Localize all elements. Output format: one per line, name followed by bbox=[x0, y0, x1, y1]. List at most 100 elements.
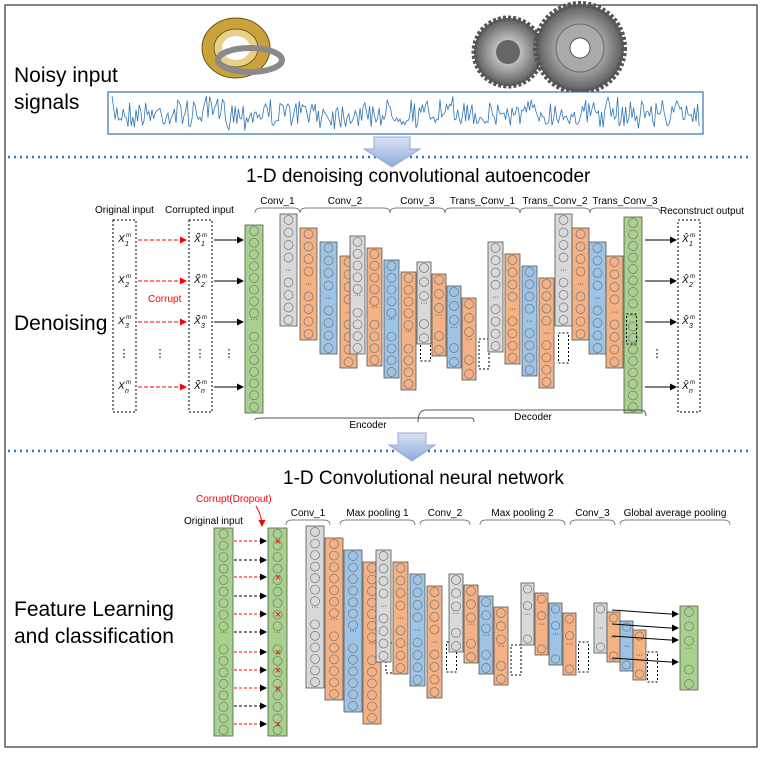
neuron bbox=[395, 575, 406, 586]
neuron bbox=[592, 330, 603, 341]
neuron bbox=[218, 725, 229, 735]
reconstruct-output-box bbox=[677, 219, 701, 413]
neuron bbox=[272, 690, 283, 701]
vdots: ⋮ bbox=[119, 348, 130, 360]
neuron bbox=[310, 584, 320, 595]
neuron bbox=[403, 355, 414, 366]
neuron bbox=[628, 321, 638, 332]
conv2-map bbox=[366, 247, 383, 367]
neuron bbox=[352, 272, 363, 283]
neuron bbox=[412, 612, 423, 623]
outer-border bbox=[4, 4, 758, 748]
neuron bbox=[386, 261, 397, 271]
neuron bbox=[378, 638, 389, 649]
neuron bbox=[541, 377, 552, 387]
neuron bbox=[541, 364, 552, 375]
original-input-box bbox=[112, 219, 137, 413]
neuron bbox=[558, 290, 569, 300]
ellipsis: ··· bbox=[594, 295, 601, 302]
neuron bbox=[558, 215, 569, 225]
dropped-icon: × bbox=[275, 683, 281, 695]
ellipsis: ··· bbox=[312, 604, 319, 611]
neuron bbox=[419, 319, 429, 329]
input-sup: m bbox=[126, 315, 131, 321]
neuron bbox=[218, 598, 229, 609]
neuron bbox=[395, 663, 406, 673]
neuron bbox=[524, 303, 535, 314]
neuron bbox=[522, 601, 533, 611]
neuron bbox=[386, 308, 397, 318]
conv3-map bbox=[416, 261, 432, 345]
neuron bbox=[490, 341, 501, 351]
input-symbol: X bbox=[117, 316, 125, 327]
ellipsis: ··· bbox=[597, 625, 604, 632]
neuron bbox=[434, 331, 444, 341]
neuron bbox=[378, 563, 389, 574]
neuron bbox=[684, 679, 694, 689]
neuron bbox=[466, 586, 476, 596]
neuron bbox=[395, 638, 406, 648]
kernel-window bbox=[478, 338, 490, 370]
neuron bbox=[490, 304, 501, 315]
neuron bbox=[272, 667, 283, 678]
neuron bbox=[369, 319, 380, 330]
reconstruct-output-label: Reconstruct output bbox=[660, 206, 744, 217]
neuron bbox=[684, 621, 694, 632]
neuron bbox=[621, 622, 632, 632]
neuron bbox=[272, 552, 283, 562]
neuron bbox=[550, 654, 561, 664]
neuron bbox=[628, 241, 638, 251]
neuron bbox=[218, 609, 229, 620]
neuron bbox=[524, 328, 535, 339]
cnn-conv1-label-bracket bbox=[285, 519, 331, 526]
ellipsis: ··· bbox=[686, 645, 693, 652]
neuron bbox=[369, 260, 380, 271]
neuron bbox=[272, 655, 283, 666]
neuron bbox=[628, 367, 638, 378]
neuron bbox=[329, 585, 339, 596]
neuron bbox=[395, 650, 406, 661]
neuron bbox=[451, 588, 461, 599]
neuron bbox=[310, 642, 320, 653]
neuron bbox=[481, 597, 491, 607]
neuron bbox=[303, 316, 314, 327]
ellipsis: ··· bbox=[509, 306, 516, 313]
neuron bbox=[272, 575, 283, 585]
ellipsis: ··· bbox=[468, 621, 475, 628]
ellipsis: ··· bbox=[611, 309, 618, 316]
cnn-maxpool1-label: Max pooling 1 bbox=[346, 508, 409, 519]
neuron bbox=[386, 367, 397, 377]
ellipsis: ··· bbox=[636, 652, 643, 659]
ellipsis: ··· bbox=[451, 324, 458, 331]
neuron bbox=[378, 588, 389, 599]
neuron bbox=[352, 307, 363, 318]
neuron bbox=[249, 249, 259, 260]
neuron bbox=[249, 296, 259, 307]
cnn-pool2-map bbox=[463, 584, 479, 664]
neuron bbox=[592, 243, 603, 253]
neuron bbox=[621, 660, 632, 670]
neuron bbox=[272, 679, 283, 689]
neuron bbox=[249, 402, 259, 412]
neuron bbox=[249, 366, 259, 377]
neuron bbox=[348, 608, 358, 619]
neuron bbox=[507, 353, 518, 363]
neuron bbox=[249, 284, 259, 295]
neuron bbox=[412, 575, 423, 585]
neuron bbox=[283, 277, 294, 288]
neuron bbox=[310, 596, 320, 607]
neuron bbox=[684, 607, 694, 617]
neuron bbox=[524, 352, 535, 363]
neuron bbox=[310, 654, 320, 664]
neuron bbox=[575, 291, 586, 302]
neuron bbox=[419, 291, 429, 301]
cnn-conv3-map bbox=[520, 582, 535, 646]
ellipsis: ··· bbox=[220, 629, 227, 636]
gap-connection bbox=[611, 657, 679, 666]
neuron bbox=[464, 355, 474, 365]
gap-connection bbox=[611, 623, 679, 632]
input-symbol: X bbox=[117, 381, 125, 392]
neuron bbox=[609, 344, 620, 355]
neuron bbox=[575, 304, 586, 314]
neuron bbox=[541, 291, 552, 302]
